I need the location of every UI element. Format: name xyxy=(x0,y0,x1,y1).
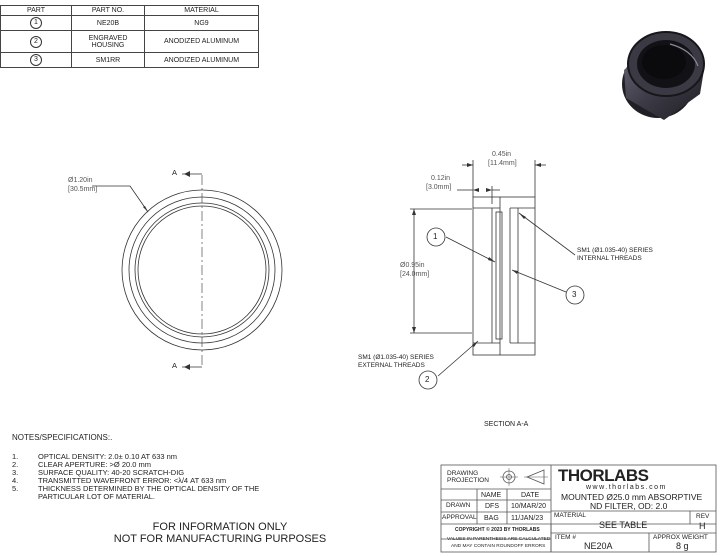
product-render-image xyxy=(622,31,705,120)
table-row: 1 NE20B NG9 xyxy=(0,15,259,31)
diameter-dimension-mm: [30.5mm] xyxy=(68,186,98,193)
section-marker-top: A xyxy=(172,168,178,177)
material-cell: ANODIZED ALUMINUM xyxy=(144,52,259,68)
disclaimer-line1: FOR INFORMATION ONLY xyxy=(152,521,288,533)
callout-1-label: 1 xyxy=(433,232,438,241)
rev-value: H xyxy=(699,521,706,531)
description-line2: ND FILTER, OD: 2.0 xyxy=(590,501,668,511)
dim-total-width: 0.45in xyxy=(492,151,512,158)
note-item: 1.OPTICAL DENSITY: 2.0± 0.10 AT 633 nm xyxy=(12,452,178,461)
part-number-badge: 1 xyxy=(30,17,42,29)
note-item: 2.CLEAR APERTURE: >Ø 20.0 mm xyxy=(12,460,152,469)
material-label: MATERIAL xyxy=(554,512,587,519)
callout-circle-3 xyxy=(565,285,585,305)
external-threads-line1: SM1 (Ø1.035-40) SERIES xyxy=(358,354,434,361)
website-text: www.thorlabs.com xyxy=(586,484,667,491)
callout-2-label: 2 xyxy=(425,375,430,384)
disclaimer: FOR INFORMATION ONLY NOT FOR MANUFACTURI… xyxy=(100,521,340,545)
thorlabs-logo: THORLABS xyxy=(558,466,649,485)
approval-label: APPROVAL xyxy=(442,514,477,521)
approval-name: BAG xyxy=(484,515,499,522)
diameter-dimension: Ø1.20in xyxy=(68,177,93,184)
callout-circle-1 xyxy=(426,227,446,247)
note-item: 4.TRANSMITTED WAVEFRONT ERROR: <λ/4 AT 6… xyxy=(12,476,227,485)
parts-table-header: PART PART NO. MATERIAL xyxy=(0,5,259,16)
internal-threads-line1: SM1 (Ø1.035-40) SERIES xyxy=(577,247,653,254)
disclaimer-line2: NOT FOR MANUFACTURING PURPOSES xyxy=(113,532,327,545)
parts-table: PART PART NO. MATERIAL 1 NE20B NG9 2 ENG… xyxy=(0,5,259,68)
notes-heading: NOTES/SPECIFICATIONS:. xyxy=(12,433,113,442)
description-line1: MOUNTED Ø25.0 mm ABSORPTIVE xyxy=(561,492,703,502)
drawn-label: DRAWN xyxy=(446,502,471,509)
item-value: NE20A xyxy=(584,541,613,551)
approval-date: 11/JAN/23 xyxy=(511,515,544,522)
note-item: 5.THICKNESS DETERMINED BY THE OPTICAL DE… xyxy=(12,484,260,493)
item-label: ITEM # xyxy=(555,534,576,541)
dim-total-width-mm: [11.4mm] xyxy=(488,160,517,167)
rev-label: REV xyxy=(696,513,710,520)
external-threads-line2: EXTERNAL THREADS xyxy=(358,362,425,369)
part-number-badge: 2 xyxy=(30,35,42,48)
part-no-cell: SM1RR xyxy=(71,52,145,68)
values-note-line2: AND MAY CONTAIN ROUNDOFF ERRORS xyxy=(451,544,546,549)
copyright-text: COPYRIGHT © 2023 BY THORLABS xyxy=(455,527,540,533)
drawing-projection-label: DRAWING PROJECTION xyxy=(447,470,489,485)
drawn-date: 10/MAR/20 xyxy=(511,503,547,510)
weight-label: APPROX WEIGHT xyxy=(653,534,708,541)
drawn-name: DFS xyxy=(485,503,499,510)
internal-threads-line2: INTERNAL THREADS xyxy=(577,255,642,262)
callout-circle-2 xyxy=(418,370,438,390)
callout-3-label: 3 xyxy=(572,290,577,299)
values-note-line1: VALUES IN PARENTHESIS ARE CALCULATED xyxy=(447,537,551,542)
note-item: 3.SURFACE QUALITY: 40-20 SCRATCH-DIG xyxy=(12,468,185,477)
name-header: NAME xyxy=(481,492,502,499)
dim-small-width-mm: [3.0mm] xyxy=(426,184,452,191)
material-value: SEE TABLE xyxy=(599,520,648,530)
weight-value: 8 g xyxy=(676,541,689,551)
date-header: DATE xyxy=(521,492,540,499)
table-row: 3 SM1RR ANODIZED ALUMINUM xyxy=(0,52,259,68)
dim-diameter-mm: [24.0mm] xyxy=(400,271,430,278)
note-item: PARTICULAR LOT OF MATERIAL. xyxy=(38,492,155,501)
part-number-badge: 3 xyxy=(30,54,42,66)
section-marker-bottom: A xyxy=(172,361,178,370)
dim-small-width: 0.12in xyxy=(431,175,451,182)
dim-diameter: Ø0.95in xyxy=(400,262,425,269)
section-title: SECTION A-A xyxy=(484,421,529,428)
